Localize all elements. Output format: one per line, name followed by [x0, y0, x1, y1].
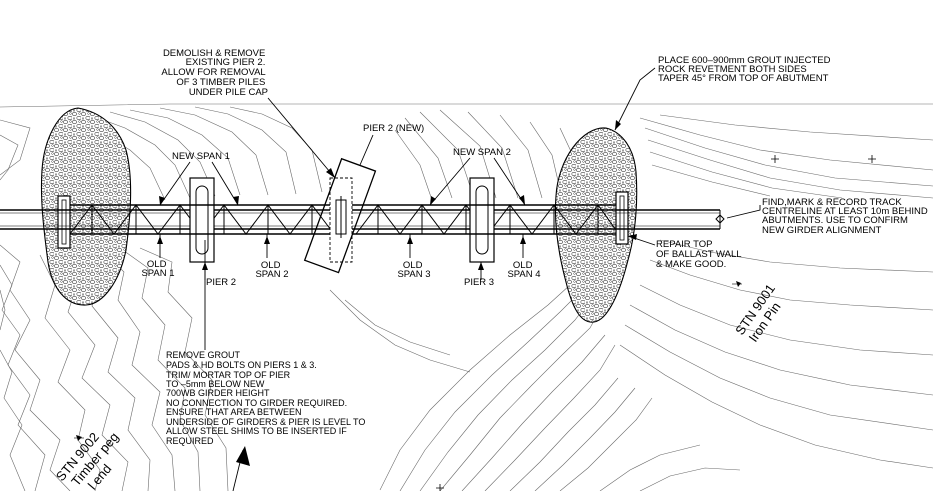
- right-rock-revetment: [554, 127, 638, 323]
- left-abutment: [57, 195, 71, 249]
- station-9002-marker: [74, 435, 84, 441]
- demolish-note: DEMOLISH & REMOVE EXISTING PIER 2. ALLOW…: [161, 48, 268, 98]
- new-span-2-label: NEW SPAN 2: [453, 147, 511, 158]
- new-span-1-label: NEW SPAN 1: [172, 151, 230, 162]
- repair-note: REPAIR TOP OF BALLAST WALL & MAKE GOOD.: [656, 239, 744, 270]
- survey-crosses: [436, 155, 876, 491]
- right-abutment: [615, 191, 629, 245]
- station-9002-label: STN 9002 Timber peg l end: [53, 429, 122, 491]
- remove-grout-note: REMOVE GROUT PADS & HD BOLTS ON PIERS 1 …: [166, 350, 368, 446]
- old-span-3-label: OLD SPAN 3: [397, 260, 430, 280]
- north-arrow-head: [236, 446, 250, 466]
- left-rock-revetment: [40, 107, 132, 306]
- old-span-4-label: OLD SPAN 4: [507, 260, 540, 280]
- arrowheads: [157, 120, 637, 270]
- contour-lines: [0, 103, 933, 491]
- station-9001-marker: [732, 281, 742, 287]
- pier-3-label: PIER 3: [464, 277, 494, 288]
- pier-3: [469, 177, 495, 263]
- centreline-note: FIND,MARK & RECORD TRACK CENTRELINE AT L…: [762, 197, 930, 236]
- old-span-1-label: OLD SPAN 1: [141, 259, 174, 279]
- pier-2-new: [303, 157, 377, 274]
- station-9001-label: STN 9001 Iron Pin: [732, 281, 783, 345]
- revetment-note: PLACE 600–900mm GROUT INJECTED ROCK REVE…: [658, 55, 833, 84]
- pier-1: [189, 177, 215, 263]
- old-span-2-label: OLD SPAN 2: [255, 260, 288, 280]
- pier-2-new-label: PIER 2 (NEW): [363, 123, 424, 134]
- pier-2-label: PIER 2: [206, 277, 236, 288]
- centreline-marker: [715, 213, 725, 226]
